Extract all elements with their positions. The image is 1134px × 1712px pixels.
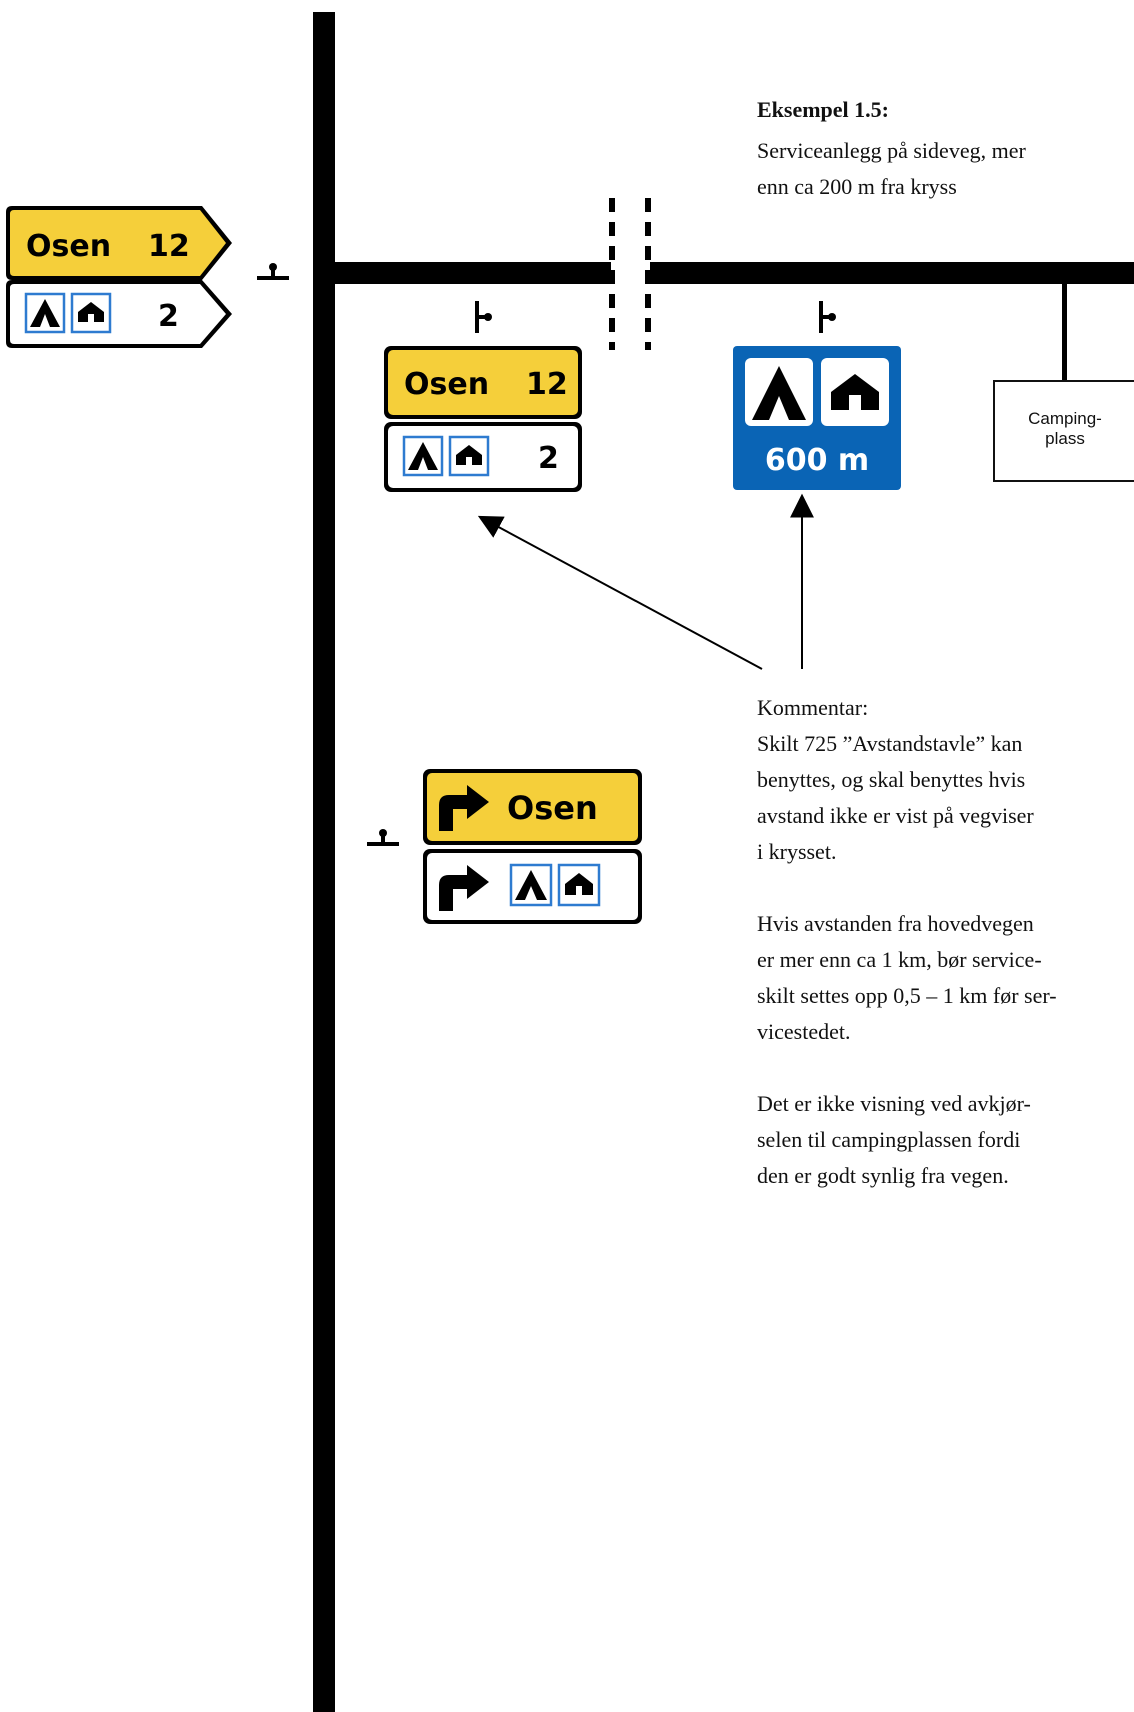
post-marker-side-2 <box>819 301 836 333</box>
comment-heading: Kommentar: <box>757 695 869 720</box>
arrow-pointer-icon <box>477 515 763 670</box>
side-sign-service-distance: 2 <box>538 441 559 476</box>
intro-line: enn ca 200 m fra kryss <box>757 174 957 199</box>
junction-sign-destination: Osen <box>507 789 598 827</box>
comment-line: i krysset. <box>757 839 837 864</box>
tent-icon <box>509 863 553 907</box>
junction-direction-sign: Osen <box>423 769 642 924</box>
comment-line: avstand ikke er vist på vegviser <box>757 803 1034 828</box>
camping-site-box: Camping- plass <box>993 380 1134 482</box>
camping-box-line-1: Camping- <box>1028 409 1102 428</box>
side-road-direction-sign: Osen 12 2 <box>384 346 582 492</box>
post-marker-side-1 <box>475 301 492 333</box>
left-direction-sign: Osen 12 2 <box>6 206 232 348</box>
intro-line: Serviceanlegg på sideveg, mer <box>757 138 1026 163</box>
right-turn-arrow-icon <box>439 785 489 831</box>
comment-line: er mer enn ca 1 km, bør service- <box>757 947 1042 972</box>
comment-line: Det er ikke visning ved avkjør- <box>757 1091 1031 1116</box>
tent-icon <box>402 435 444 477</box>
side-sign-destination: Osen <box>404 367 489 402</box>
comment-paragraph-2: Hvis avstanden fra hovedvegen er mer enn… <box>757 906 1134 1050</box>
tent-icon <box>24 292 66 334</box>
comment-paragraph-3: Det er ikke visning ved avkjør- selen ti… <box>757 1086 1134 1194</box>
example-title: Eksempel 1.5: <box>757 97 889 122</box>
example-intro: Serviceanlegg på sideveg, mer enn ca 200… <box>757 133 1134 205</box>
road-break-marks <box>609 198 651 350</box>
comment-paragraph-1: Skilt 725 ”Avstandstavle” kan benyttes, … <box>757 726 1134 870</box>
comment-line: benyttes, og skal benyttes hvis <box>757 767 1026 792</box>
cabin-icon <box>821 358 889 426</box>
comment-line: skilt settes opp 0,5 – 1 km før ser- <box>757 983 1057 1008</box>
comment-line: Skilt 725 ”Avstandstavle” kan <box>757 731 1023 756</box>
main-road <box>313 12 335 1712</box>
right-turn-arrow-icon <box>439 865 489 911</box>
left-sign-destination: Osen <box>26 229 111 264</box>
cabin-icon <box>557 863 601 907</box>
side-road-right-segment <box>650 262 1134 284</box>
cabin-icon <box>70 292 112 334</box>
side-road-left-segment <box>313 262 611 284</box>
comment-line: vicestedet. <box>757 1019 851 1044</box>
comment-line: den er godt synlig fra vegen. <box>757 1163 1009 1188</box>
comment-line: Hvis avstanden fra hovedvegen <box>757 911 1034 936</box>
camping-access-road <box>1062 280 1067 382</box>
cabin-icon <box>448 435 490 477</box>
distance-board-sign: 600 m <box>733 346 901 490</box>
camping-box-line-2: plass <box>1045 429 1085 448</box>
comment-block: Kommentar: Skilt 725 ”Avstandstavle” kan… <box>757 690 1134 1230</box>
left-sign-distance: 12 <box>148 229 190 264</box>
comment-line: selen til campingplassen fordi <box>757 1127 1021 1152</box>
distance-board-value: 600 m <box>765 443 869 478</box>
left-sign-service-distance: 2 <box>158 299 179 334</box>
post-marker-junction <box>367 829 399 846</box>
side-sign-distance: 12 <box>526 367 568 402</box>
post-marker-left <box>257 263 289 280</box>
tent-icon <box>745 358 813 426</box>
